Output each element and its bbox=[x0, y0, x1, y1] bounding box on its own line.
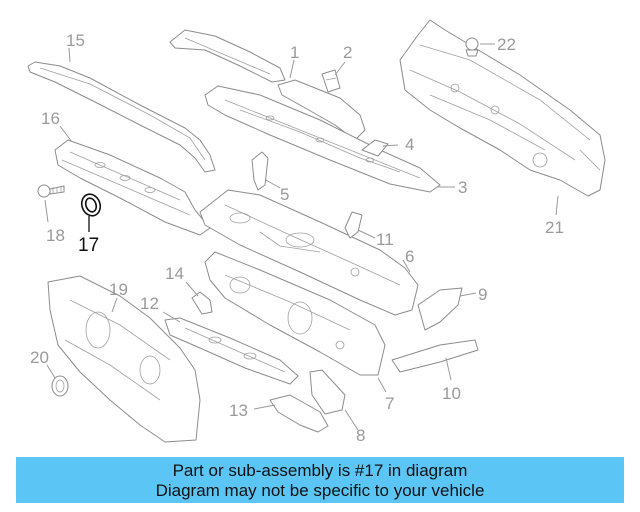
part-21-assembly bbox=[399, 19, 606, 197]
banner-line-1: Part or sub-assembly is #17 in diagram bbox=[172, 461, 468, 480]
callout-13: 13 bbox=[229, 401, 248, 420]
callout-1: 1 bbox=[290, 43, 299, 62]
callout-9: 9 bbox=[478, 285, 487, 304]
part-3-panel bbox=[204, 85, 441, 193]
info-banner: Part or sub-assembly is #17 in diagram D… bbox=[16, 457, 624, 503]
callout-4: 4 bbox=[405, 135, 414, 154]
part-4-clip bbox=[361, 139, 389, 157]
part-20-plug bbox=[51, 375, 69, 397]
callout-11: 11 bbox=[376, 230, 394, 249]
callout-17: 17 bbox=[78, 235, 99, 256]
part-19-pad bbox=[47, 275, 201, 443]
callout-6: 6 bbox=[405, 247, 414, 266]
callout-19: 19 bbox=[109, 280, 128, 299]
part-1-strip bbox=[277, 79, 366, 141]
part-13-bracket bbox=[269, 394, 329, 433]
part-7-firewall bbox=[204, 251, 386, 376]
part-12-insulator bbox=[164, 317, 299, 385]
callout-7: 7 bbox=[385, 394, 394, 413]
callout-2: 2 bbox=[343, 43, 352, 62]
callout-22: 22 bbox=[497, 35, 516, 54]
part-17-seal bbox=[80, 193, 102, 217]
part-11-bracket bbox=[344, 211, 363, 239]
parts-diagram: 1 2 3 4 5 6 7 8 9 10 11 12 13 14 15 16 1… bbox=[27, 19, 606, 445]
part-22-fastener bbox=[465, 37, 479, 57]
part-10-bar bbox=[391, 339, 479, 373]
callout-14: 14 bbox=[165, 264, 184, 283]
callout-16: 16 bbox=[41, 109, 60, 128]
callout-3: 3 bbox=[458, 178, 467, 197]
part-16-panel bbox=[54, 139, 211, 236]
callout-8: 8 bbox=[356, 426, 365, 445]
callout-12: 12 bbox=[140, 294, 159, 313]
part-5-bracket bbox=[251, 151, 269, 191]
callout-5: 5 bbox=[280, 185, 289, 204]
callout-18: 18 bbox=[46, 226, 65, 245]
part-6-dash bbox=[199, 189, 419, 316]
banner-line-2: Diagram may not be specific to your vehi… bbox=[155, 481, 485, 500]
part-8-panel bbox=[309, 369, 346, 415]
part-1-cowl bbox=[169, 29, 286, 83]
leader-lines bbox=[44, 43, 559, 431]
callout-21: 21 bbox=[545, 218, 564, 237]
part-14-clip bbox=[191, 291, 213, 315]
part-2-bracket bbox=[321, 69, 341, 93]
part-18-clip bbox=[37, 184, 65, 198]
part-15-rail bbox=[27, 61, 216, 173]
callout-15: 15 bbox=[66, 31, 85, 50]
callout-10: 10 bbox=[442, 384, 461, 403]
callout-20: 20 bbox=[30, 348, 49, 367]
callout-labels: 1 2 3 4 5 6 7 8 9 10 11 12 13 14 15 16 1… bbox=[30, 31, 564, 445]
part-9-bracket bbox=[417, 287, 463, 331]
